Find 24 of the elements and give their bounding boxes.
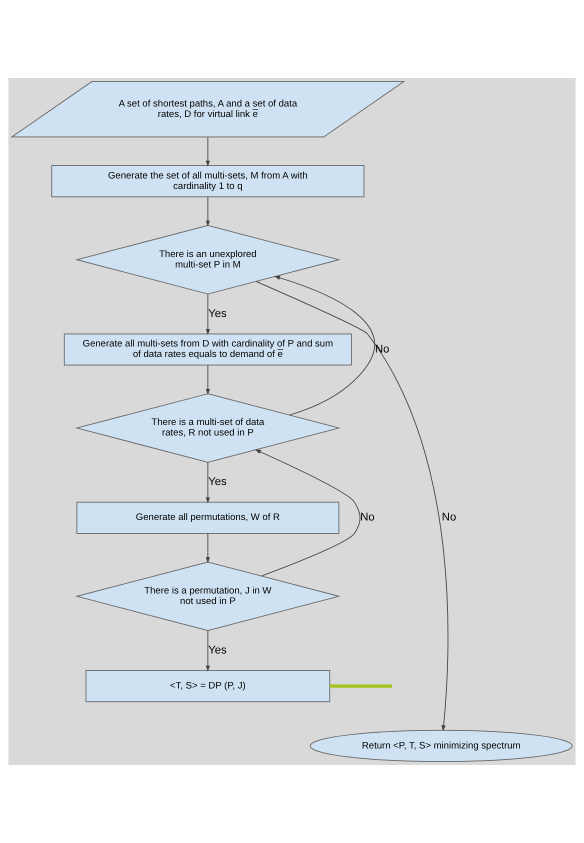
connector (330, 684, 392, 688)
edge-label: Yes (208, 476, 227, 488)
node-box: Generate all multi-sets from D with cardinality of P and sum of data rates equals to demand of e̅ (64, 333, 352, 366)
arrow (256, 281, 448, 732)
node-diamond: There is an unexplored multi-set P in M (75, 225, 341, 294)
arrow (206, 462, 210, 504)
arrow (254, 449, 360, 576)
arrow (274, 276, 376, 416)
arrow (206, 196, 210, 227)
edge-label: Yes (208, 644, 227, 656)
arrow (206, 136, 210, 167)
edge-label: No (442, 512, 456, 524)
node-box: Generate the set of all multi-sets, M from A with cardinality 1 to q (51, 165, 364, 198)
edge-label: Yes (208, 308, 227, 320)
arrow (206, 630, 210, 672)
node-box: <T, S> = DP (P, J) (86, 670, 330, 702)
arrow (206, 364, 210, 395)
edge-label: No (360, 512, 375, 524)
node-ellipse: Return <P, T, S> minimizing spectrum (310, 730, 573, 762)
node-diamond: There is a multi-set of data rates, R not used in P (75, 393, 341, 463)
node-diamond: There is a permutation, J in W not used in P (75, 562, 341, 631)
arrow (206, 294, 210, 336)
node-box: Generate all permutations, W of R (76, 502, 340, 534)
arrow (206, 533, 210, 564)
